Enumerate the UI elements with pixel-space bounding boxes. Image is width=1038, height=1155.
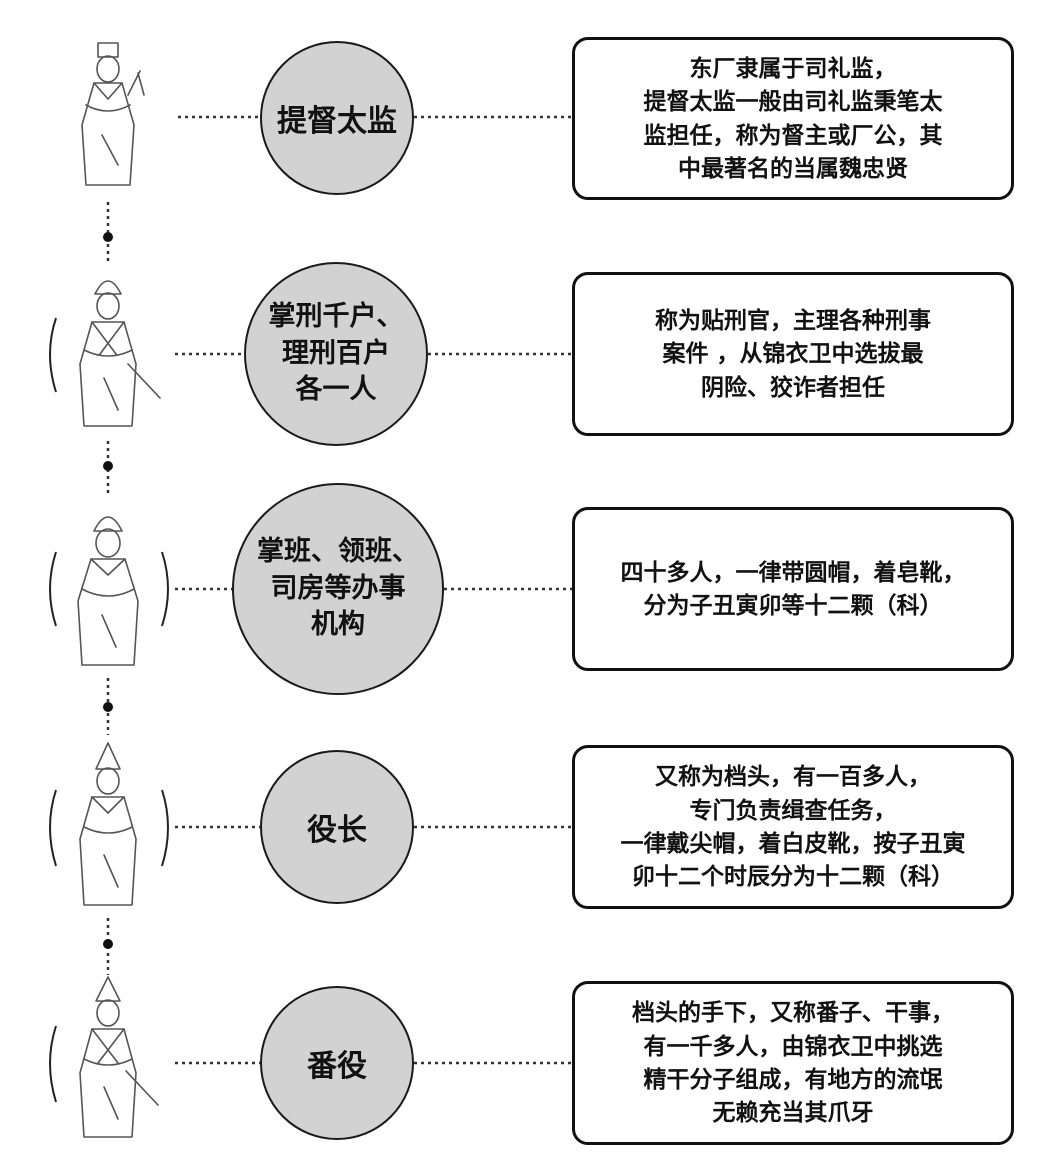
role-circle: 番役: [260, 986, 414, 1140]
role-circle: 掌班、领班、 司房等办事 机构: [232, 483, 444, 695]
description-text: 称为贴刑官，主理各种刑事 案件 ，从锦衣卫中选拔最 阴险、狡诈者担任: [655, 306, 931, 401]
clerk-figure-icon: [77, 516, 139, 666]
officer-with-sword-figure-icon: [79, 280, 161, 427]
bracket-arc: [161, 551, 169, 627]
description-text: 档头的手下，又称番子、干事， 有一千多人，由锦衣卫中挑选 精干分子组成，有地方的…: [632, 999, 954, 1127]
description-box: 东厂隶属于司礼监， 提督太监一般由司礼监秉笔太 监担任，称为督主或厂公，其 中最…: [572, 37, 1014, 200]
link-dot: [103, 232, 113, 242]
description-box: 四十多人，一律带圆帽，着皂靴， 分为子丑寅卯等十二颗（科）: [572, 507, 1014, 671]
bracket-arc: [49, 551, 57, 627]
role-label: 掌班、领班、 司房等办事 机构: [257, 536, 419, 641]
eunuch-figure-icon: [81, 42, 145, 186]
link-dot: [103, 939, 113, 949]
bracket-arc: [161, 789, 169, 867]
bracket-arc: [49, 789, 57, 867]
link-dot: [103, 461, 113, 471]
description-box: 称为贴刑官，主理各种刑事 案件 ，从锦衣卫中选拔最 阴险、狡诈者担任: [572, 272, 1014, 436]
role-circle: 役长: [260, 750, 414, 904]
role-label: 提督太监: [277, 104, 397, 139]
guard-with-sword-figure-icon: [79, 976, 159, 1138]
role-circle: 掌刑千户、 理刑百户 各一人: [244, 262, 428, 446]
link-dot: [103, 702, 113, 712]
role-label: 掌刑千户、 理刑百户 各一人: [268, 301, 404, 406]
description-text: 东厂隶属于司礼监， 提督太监一般由司礼监秉笔太 监担任，称为督主或厂公，其 中最…: [643, 54, 943, 182]
description-box: 档头的手下，又称番子、干事， 有一千多人，由锦衣卫中挑选 精干分子组成，有地方的…: [572, 981, 1014, 1145]
description-text: 又称为档头，有一百多人， 专门负责缉查任务， 一律戴尖帽，着白皮靴，按子丑寅 卯…: [620, 763, 966, 891]
role-label: 番役: [307, 1049, 367, 1084]
description-box: 又称为档头，有一百多人， 专门负责缉查任务， 一律戴尖帽，着白皮靴，按子丑寅 卯…: [572, 745, 1014, 909]
bracket-arc: [49, 1025, 57, 1103]
description-text: 四十多人，一律带圆帽，着皂靴， 分为子丑寅卯等十二颗（科）: [620, 558, 966, 619]
role-circle: 提督太监: [260, 41, 414, 195]
bracket-arc: [49, 317, 57, 393]
pointed-hat-figure-icon: [79, 742, 137, 906]
role-label: 役长: [307, 813, 367, 848]
